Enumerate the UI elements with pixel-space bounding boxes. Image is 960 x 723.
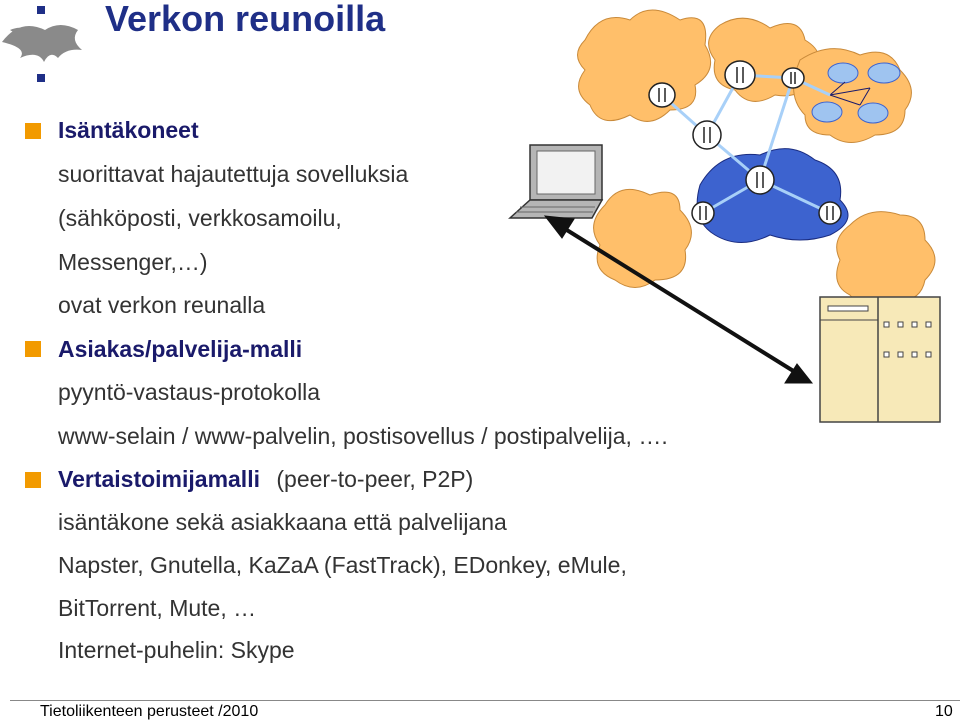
section-line: BitTorrent, Mute, … xyxy=(58,595,257,621)
cloud-icon xyxy=(577,9,712,122)
section-heading-hosts: Isäntäkoneet xyxy=(58,117,199,143)
section-line: Napster, Gnutella, KaZaA (FastTrack), ED… xyxy=(58,552,627,578)
laptop-icon xyxy=(508,144,604,219)
network-diagram xyxy=(508,9,941,423)
small-cloud-icon xyxy=(857,102,889,124)
section-heading-client-server: Asiakas/palvelija-malli xyxy=(58,336,303,362)
router-icon xyxy=(818,201,842,225)
section-line: www-selain / www-palvelin, postisovellus… xyxy=(58,423,668,449)
router-icon xyxy=(691,201,715,225)
section-heading-p2p-suffix: (peer-to-peer, P2P) xyxy=(276,466,474,492)
router-icon xyxy=(781,67,805,89)
page-number: 10 xyxy=(935,703,953,720)
router-icon xyxy=(692,120,722,150)
network-core xyxy=(696,148,849,243)
router-icon xyxy=(724,60,756,90)
cloud-icon xyxy=(793,48,912,143)
section-heading-p2p-label: Vertaistoimijamalli xyxy=(58,466,260,492)
section-line: Internet-puhelin: Skype xyxy=(58,637,295,663)
router-icon xyxy=(745,165,775,195)
small-cloud-icon xyxy=(827,62,859,84)
section-line: isäntäkone sekä asiakkaana että palvelij… xyxy=(58,509,507,535)
section-line: suorittavat hajautettuja sovelluksia xyxy=(58,161,409,187)
university-logo-icon xyxy=(2,6,82,82)
section-line: (sähköposti, verkkosamoilu, xyxy=(58,205,342,231)
cloud-icon xyxy=(593,188,692,288)
section-line: Messenger,…) xyxy=(58,249,208,275)
double-arrow-icon xyxy=(543,215,814,384)
server-icon xyxy=(819,296,941,423)
page-title: Verkon reunoilla xyxy=(105,0,386,39)
section-line: ovat verkon reunalla xyxy=(58,292,266,318)
router-icon xyxy=(648,82,676,108)
bullet-square-icon xyxy=(25,341,41,357)
bullet-square-icon xyxy=(25,472,41,488)
footer-course: Tietoliikenteen perusteet /2010 xyxy=(40,703,259,720)
bullet-square-icon xyxy=(25,123,41,139)
section-line: pyyntö-vastaus-protokolla xyxy=(58,379,321,405)
section-heading-p2p: Vertaistoimijamalli (peer-to-peer, P2P) xyxy=(58,466,473,493)
cloud-icon xyxy=(836,211,936,307)
small-cloud-icon xyxy=(867,62,901,84)
footer-divider xyxy=(10,700,960,701)
small-cloud-icon xyxy=(811,101,843,123)
